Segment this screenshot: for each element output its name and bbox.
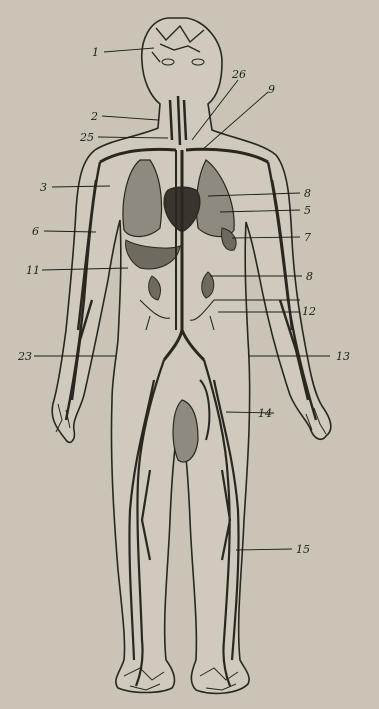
- label-8-upper: 8: [304, 188, 311, 199]
- label-6: 6: [32, 226, 39, 237]
- label-12: 12: [302, 306, 316, 317]
- label-9: 9: [268, 84, 275, 95]
- label-14: 14: [258, 408, 272, 419]
- label-26: 26: [232, 69, 246, 80]
- label-25: 25: [80, 132, 94, 143]
- label-8-lower: 8: [306, 271, 313, 282]
- label-2: 2: [91, 111, 98, 122]
- label-5: 5: [304, 205, 311, 216]
- label-11: 11: [26, 265, 40, 276]
- label-15: 15: [296, 544, 310, 555]
- label-13: 13: [336, 351, 350, 362]
- label-1: 1: [92, 47, 99, 58]
- label-7: 7: [304, 232, 311, 243]
- label-3: 3: [40, 182, 47, 193]
- label-23: 23: [18, 351, 32, 362]
